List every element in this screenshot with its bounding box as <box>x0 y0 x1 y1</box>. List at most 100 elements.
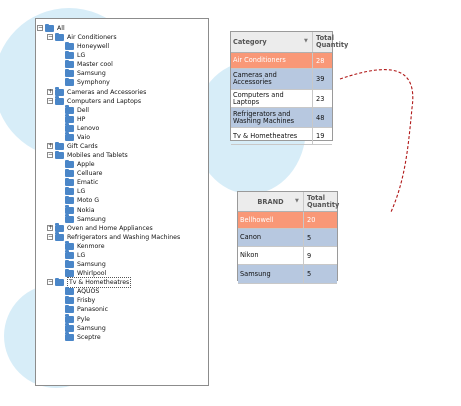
tree-node[interactable]: LG <box>36 186 208 196</box>
folder-icon <box>55 87 64 96</box>
collapse-icon[interactable]: − <box>37 24 44 31</box>
tree-node-label: Gift Cards <box>67 143 98 151</box>
tree-node-label: Kenmore <box>77 242 105 250</box>
tree-node[interactable]: +Oven and Home Appliances <box>36 223 208 233</box>
tree-node[interactable]: Nokia <box>36 205 208 215</box>
tree-node[interactable]: Frisby <box>36 295 208 305</box>
tree-node[interactable]: +Cameras and Accessories <box>36 87 208 97</box>
collapse-icon[interactable]: − <box>47 151 54 159</box>
tree-node-label: Vaio <box>77 133 91 141</box>
grid-cell-name: Refrigerators and Washing Machines <box>231 108 313 127</box>
sort-icon[interactable]: ▼ <box>304 38 308 44</box>
tree-node[interactable]: Vaio <box>36 132 208 142</box>
tree-node[interactable]: Celluare <box>36 168 208 178</box>
folder-icon <box>65 132 74 141</box>
tree-node[interactable]: HP <box>36 114 208 124</box>
tree-node[interactable]: Moto G <box>36 195 208 205</box>
tree-node[interactable]: Samsung <box>36 214 208 224</box>
tree-node[interactable]: AQUOS <box>36 286 208 296</box>
tree-node[interactable]: Master cool <box>36 59 208 69</box>
tree-node[interactable]: Sceptre <box>36 332 208 342</box>
tree-node[interactable]: Samsung <box>36 259 208 269</box>
grid-cell-quantity: 5 <box>307 233 312 242</box>
grid-header: Category ▼ Total Quantity <box>231 32 349 53</box>
tree-node[interactable]: Panasonic <box>36 304 208 314</box>
grid-cell-name: Air Conditioners <box>231 53 313 68</box>
tree-node[interactable]: LG <box>36 250 208 260</box>
collapse-icon[interactable]: − <box>47 278 54 286</box>
tree-node[interactable]: − All <box>36 23 208 33</box>
column-header-total[interactable]: Total Quantity <box>316 34 349 49</box>
tree-node-label: Frisby <box>77 297 96 305</box>
tree-node-label: Ematic <box>77 179 99 187</box>
tree-node[interactable]: Apple <box>36 159 208 169</box>
folder-icon <box>65 241 74 250</box>
tree-node[interactable]: Kenmore <box>36 241 208 251</box>
grid-cell-name: Tv & Hometheatres <box>231 128 313 144</box>
tree-node[interactable]: LG <box>36 50 208 60</box>
sort-icon[interactable]: ▼ <box>295 197 299 204</box>
tree-node-label: Apple <box>77 161 95 169</box>
folder-icon <box>65 250 74 259</box>
folder-icon <box>55 32 64 42</box>
column-header-total[interactable]: Total Quantity <box>307 193 340 209</box>
collapse-icon[interactable]: − <box>47 232 54 240</box>
tree-node-label: Samsung <box>77 215 106 223</box>
column-header-category[interactable]: Category ▼ <box>231 32 313 52</box>
tree-node[interactable]: Pyle <box>36 314 208 324</box>
grid-cell-quantity: 20 <box>307 216 316 224</box>
tree-node-label: Moto G <box>77 197 100 205</box>
tree-node[interactable]: −Computers and Laptops <box>36 96 208 106</box>
collapse-icon[interactable]: − <box>47 96 54 104</box>
tree-node[interactable]: Honeywell <box>36 41 208 51</box>
column-header-brand[interactable]: BRAND ▼ <box>238 192 304 211</box>
folder-icon <box>65 168 74 178</box>
tree-node[interactable]: Dell <box>36 105 208 115</box>
collapse-icon[interactable]: − <box>47 33 54 41</box>
folder-icon <box>65 314 74 323</box>
tree-node-label: Panasonic <box>77 306 109 314</box>
tree-node[interactable]: −Tv & Hometheatres <box>36 277 208 289</box>
expand-icon[interactable]: + <box>47 223 54 231</box>
tree-node[interactable]: Samsung <box>36 68 208 78</box>
tree-node-label: Refrigerators and Washing Machines <box>67 233 181 241</box>
folder-icon <box>65 214 74 223</box>
grid-cell-quantity: 23 <box>316 94 325 103</box>
grid-cell-name: Bellhowell <box>238 212 304 228</box>
tree-node[interactable]: Lenovo <box>36 123 208 133</box>
folder-icon <box>55 223 64 232</box>
tree-node[interactable]: + Gift Cards <box>36 141 208 151</box>
tree-node[interactable]: Ematic <box>36 177 208 187</box>
folder-icon <box>65 77 74 87</box>
tree-node[interactable]: −Mobiles and Tablets <box>36 150 208 160</box>
folder-icon <box>65 205 74 214</box>
folder-icon <box>65 259 74 269</box>
folder-icon <box>65 123 74 132</box>
folder-icon <box>65 304 74 314</box>
tree-node[interactable]: −Air Conditioners <box>36 32 208 42</box>
tree-node[interactable]: Samsung <box>36 323 208 333</box>
expand-icon[interactable]: + <box>47 142 54 150</box>
folder-icon <box>65 195 74 205</box>
tree-node-label: Celluare <box>77 170 103 178</box>
tree-node[interactable]: Symphony <box>36 77 208 87</box>
tree-node[interactable]: Whirlpool <box>36 268 208 278</box>
category-grid[interactable]: Category ▼ Total Quantity Air Conditione… <box>230 31 349 145</box>
tree-node-label: All <box>57 25 65 32</box>
tree-node[interactable]: − Refrigerators and Washing Machines <box>36 232 208 242</box>
folder-icon <box>65 68 74 78</box>
folder-icon <box>55 96 64 105</box>
tree-node-label: AQUOS <box>77 288 100 296</box>
expand-icon[interactable]: + <box>47 87 54 95</box>
